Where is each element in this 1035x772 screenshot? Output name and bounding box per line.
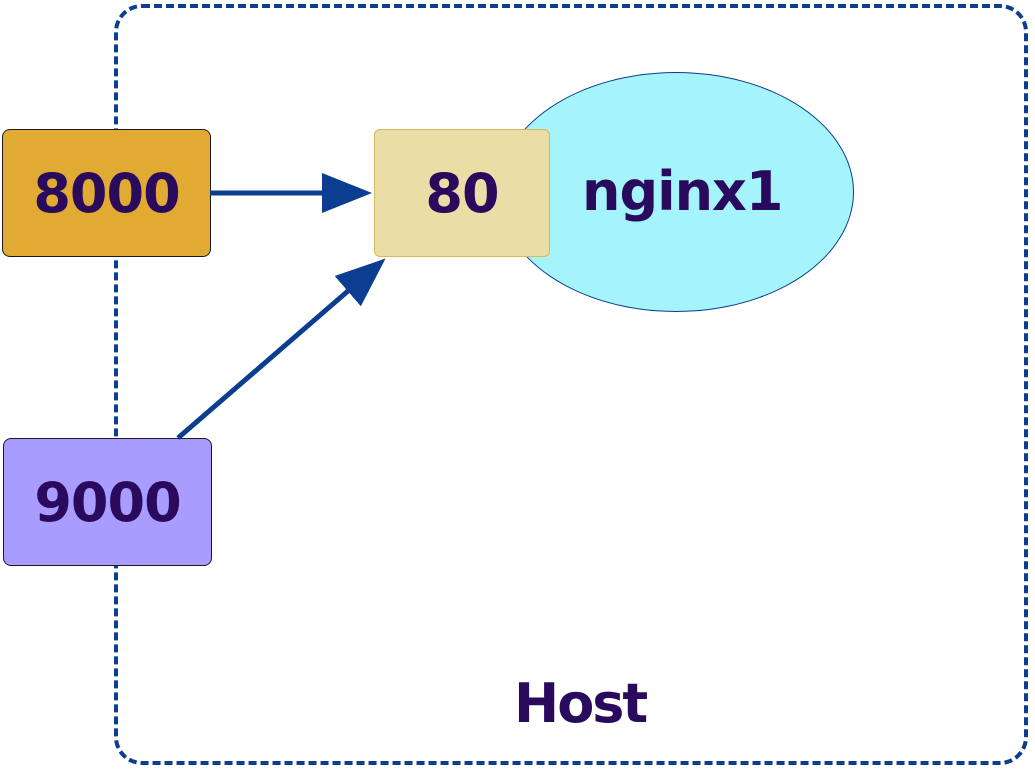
host-port-8000-label: 8000 bbox=[33, 161, 180, 225]
host-port-9000: 9000 bbox=[3, 438, 212, 566]
host-label: Host bbox=[514, 672, 648, 735]
container-name-label: nginx1 bbox=[582, 160, 783, 223]
container-nginx1 bbox=[498, 72, 854, 312]
container-port-label: 80 bbox=[425, 161, 499, 225]
host-port-9000-label: 9000 bbox=[34, 470, 181, 534]
host-port-8000: 8000 bbox=[2, 129, 211, 257]
container-port-80: 80 bbox=[374, 129, 550, 257]
host-boundary bbox=[114, 4, 1028, 765]
